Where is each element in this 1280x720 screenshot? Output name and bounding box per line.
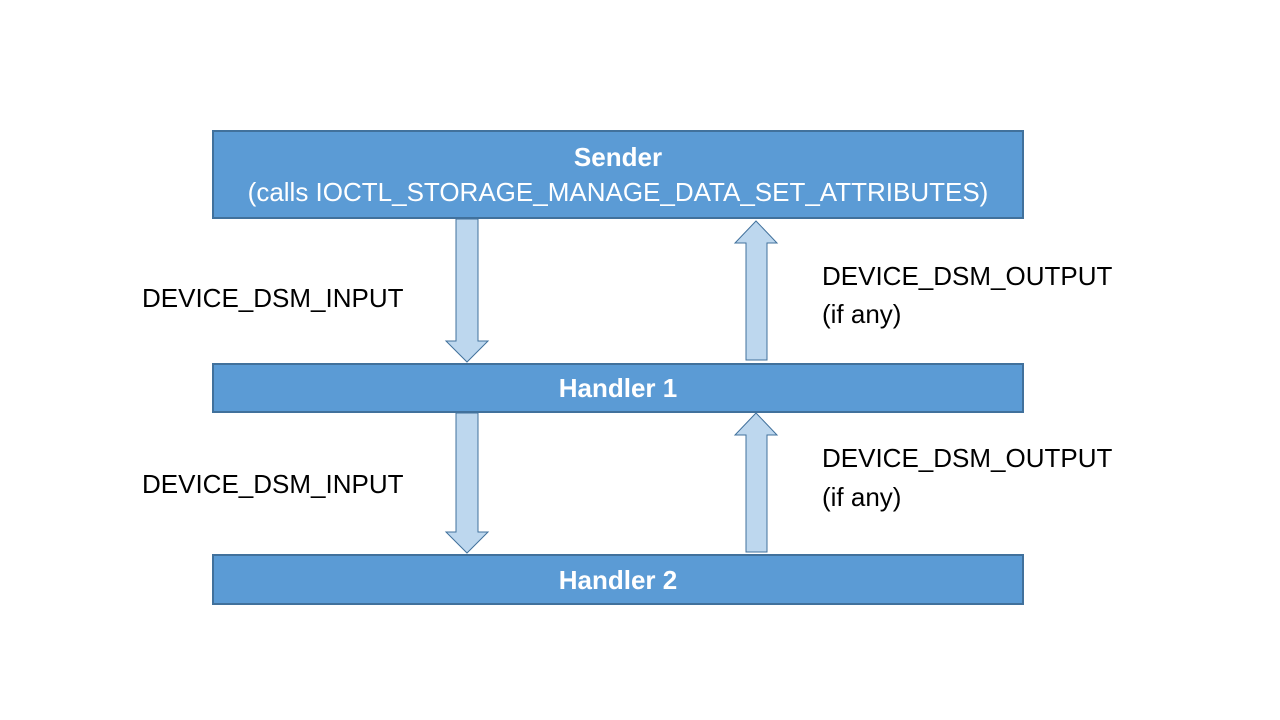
input-label-2: DEVICE_DSM_INPUT [142, 469, 404, 499]
handler1-box: Handler 1 [212, 363, 1024, 413]
down-arrow-sender-to-handler1 [444, 218, 490, 363]
sender-box: Sender (calls IOCTL_STORAGE_MANAGE_DATA_… [212, 130, 1024, 219]
up-arrow-handler2-to-handler1 [733, 412, 779, 553]
output-label-1-line1: DEVICE_DSM_OUTPUT [822, 261, 1113, 291]
down-arrow-handler1-to-handler2 [444, 412, 490, 554]
sender-subtitle: (calls IOCTL_STORAGE_MANAGE_DATA_SET_ATT… [247, 176, 989, 207]
up-arrow-handler1-to-sender [733, 220, 779, 361]
handler2-box: Handler 2 [212, 554, 1024, 605]
sender-title: Sender [573, 141, 663, 172]
handler1-title: Handler 1 [558, 373, 678, 403]
handler2-title: Handler 2 [558, 564, 678, 595]
output-label-2-line2: (if any) [822, 482, 902, 512]
input-label-1: DEVICE_DSM_INPUT [142, 283, 404, 313]
output-label-2-line1: DEVICE_DSM_OUTPUT [822, 443, 1113, 473]
output-label-1-line2: (if any) [822, 299, 902, 329]
